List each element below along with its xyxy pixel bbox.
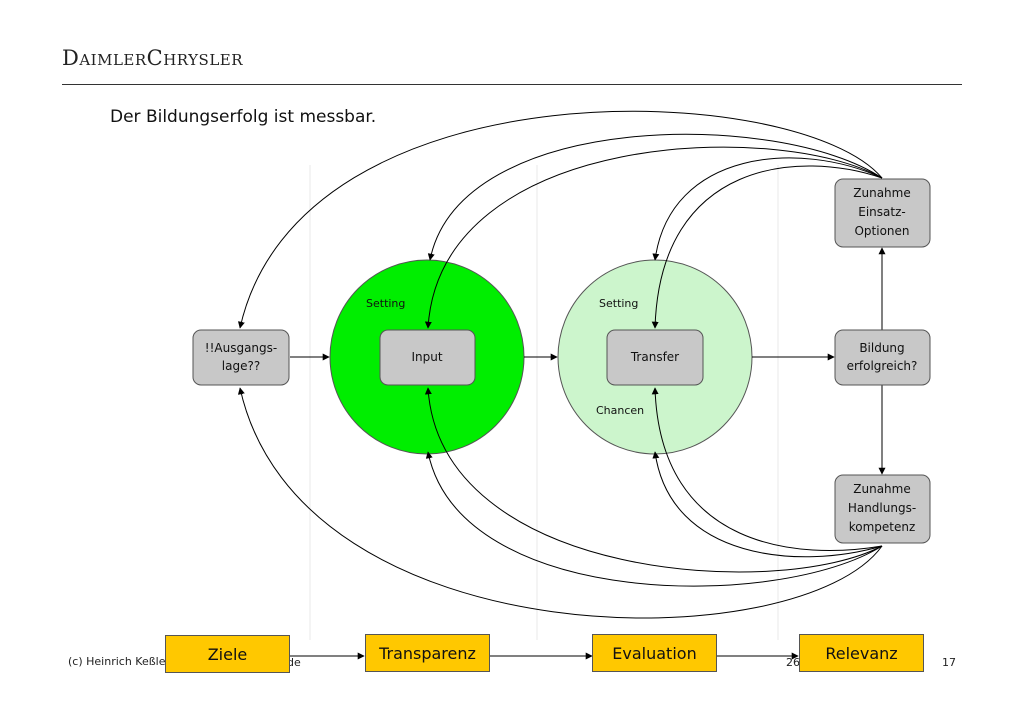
ausgangslage-line2: lage?? [222,359,260,373]
handlung-line3: kompetenz [849,520,916,534]
main-flow-arrows [290,247,886,475]
footer-copyright: (c) Heinrich Keßler [68,655,170,668]
company-brand: DaimlerChrysler [62,46,244,70]
flow-box-evaluation: Evaluation [592,634,717,672]
einsatz-line3: Optionen [854,224,909,238]
node-ausgangslage: !!Ausgangs- lage?? [192,329,290,386]
einsatz-line1: Zunahme [853,186,910,200]
footer-fragment: de [287,656,301,669]
feedback-arrows [237,110,883,619]
flow-box-ziele: Ziele [165,635,290,673]
bildung-line1: Bildung [859,341,904,355]
slide-subtitle: Der Bildungserfolg ist messbar. [110,107,377,127]
ausgangslage-line1: !!Ausgangs- [205,341,277,355]
input-setting-label: Setting [366,297,405,310]
node-einsatz-optionen: Zunahme Einsatz- Optionen [834,178,931,248]
node-input: Input [379,329,476,386]
transfer-setting-label: Setting [599,297,638,310]
flow-box-transparenz: Transparenz [365,634,490,672]
bildung-line2: erfolgreich? [847,359,918,373]
flow-box-relevanz: Relevanz [799,634,924,672]
handlung-line1: Zunahme [853,482,910,496]
footer-date: 26 [786,656,800,669]
handlung-line2: Handlungs- [848,501,916,515]
einsatz-line2: Einsatz- [858,205,905,219]
transfer-chancen-label: Chancen [596,404,644,417]
node-handlungskompetenz: Zunahme Handlungs- kompetenz [834,474,931,544]
transfer-label: Transfer [630,350,679,364]
input-label: Input [411,350,442,364]
page-number: 17 [942,656,956,669]
node-transfer: Transfer [606,329,704,386]
node-bildung-erfolgreich: Bildung erfolgreich? [834,329,931,386]
header-rule [62,84,962,85]
